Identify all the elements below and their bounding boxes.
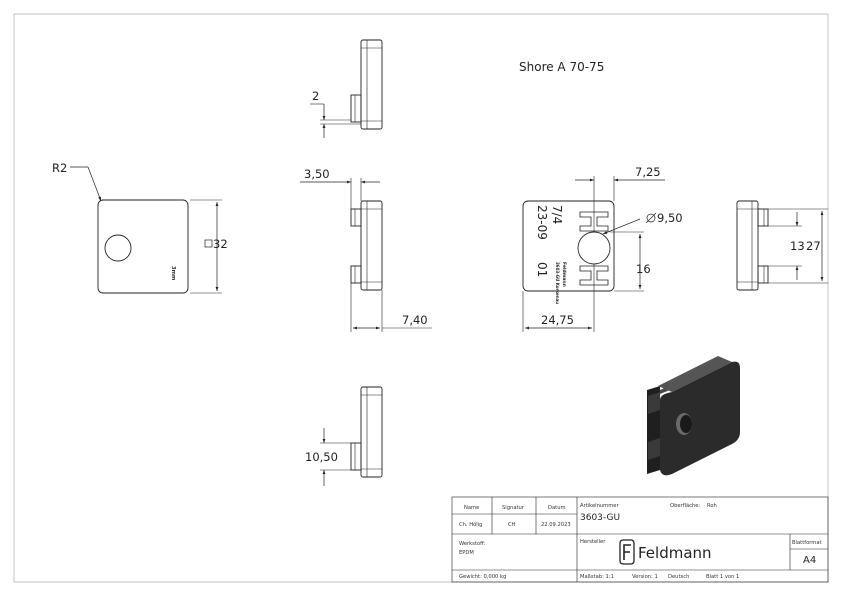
square-symbol xyxy=(204,239,213,248)
code-marking-3: 01 xyxy=(535,262,549,277)
title-block-frame xyxy=(451,496,829,583)
maker-line-marking: 3603-GU Korkenau xyxy=(555,262,560,304)
tb-version: Version: 1 xyxy=(632,574,658,580)
height-2-label: 2 xyxy=(312,89,319,103)
drawing-frame xyxy=(13,13,829,583)
iso-tab-upper xyxy=(648,392,660,414)
tb-article-value: 3603-GU xyxy=(580,513,620,523)
tb-signature-value: CH xyxy=(508,522,516,528)
title-block xyxy=(451,496,829,583)
code-marking-1: 7/4 xyxy=(550,205,564,224)
tb-format-value: A4 xyxy=(803,555,816,566)
diameter-symbol-slash xyxy=(645,212,657,224)
side-view-body xyxy=(360,200,383,291)
profile-lower xyxy=(579,265,609,286)
bottom-view-body xyxy=(360,386,383,478)
depth-740-label: 7,40 xyxy=(402,313,428,327)
square-size-label: 32 xyxy=(213,237,228,251)
top-view-tab xyxy=(350,94,362,123)
hole-leader xyxy=(602,218,641,235)
front-view: 3mm R2 32 xyxy=(52,161,228,294)
right-side-tab-lower xyxy=(757,265,769,284)
tb-surface-label: Oberfläche: xyxy=(670,503,700,509)
profile-upper xyxy=(579,211,609,232)
logo-glyph xyxy=(623,544,631,560)
tb-article-label: Artikelnummer xyxy=(580,503,619,509)
iso-hole-inner xyxy=(680,415,692,433)
side-13-label: 13 xyxy=(790,239,805,253)
rear-view-outline xyxy=(522,200,615,292)
front-view-hole xyxy=(104,234,132,262)
width-2475-label: 24,75 xyxy=(541,313,574,327)
right-side-view: 13 27 xyxy=(736,200,828,291)
rear-view-hole xyxy=(577,231,611,265)
tb-name-value: Ch. Hölig xyxy=(459,522,482,528)
logo-mark xyxy=(619,539,635,565)
tb-head-name: Name xyxy=(464,505,479,511)
rear-view: 7/4 23-09 01 Feldmann 3603-GU Korkenau 7… xyxy=(522,165,683,332)
top-view-body xyxy=(360,39,383,130)
iso-front-face xyxy=(660,361,740,476)
tb-language: Deutsch xyxy=(668,574,689,580)
tb-head-signature: Signatur xyxy=(502,505,525,511)
side-27-label: 27 xyxy=(806,239,821,253)
radius-label: R2 xyxy=(52,161,67,175)
width-725-label: 7,25 xyxy=(635,165,661,179)
top-view: 2 xyxy=(310,39,383,138)
tb-sheet: Blatt 1 von 1 xyxy=(706,574,739,580)
hardness-note: Shore A 70-75 xyxy=(519,60,604,74)
side-view-tab-upper xyxy=(350,208,362,227)
title-block-text: Name Signatur Datum Ch. Hölig CH 22.09.2… xyxy=(459,503,822,580)
tb-format-label: Blattformat xyxy=(792,540,822,546)
front-view-outline xyxy=(97,199,189,294)
maker-marking: Feldmann xyxy=(561,262,567,287)
side-view: 3,50 7,40 xyxy=(300,167,432,332)
isometric-view xyxy=(647,356,740,476)
radius-leader-arrow xyxy=(87,166,102,202)
tb-material-value: EPDM xyxy=(459,550,474,556)
tb-manufacturer-label: Hersteller xyxy=(580,539,606,545)
tb-head-date: Datum xyxy=(548,505,566,511)
side-view-tab-lower xyxy=(350,265,362,284)
iso-top-edge xyxy=(658,356,732,392)
tb-date-value: 22.09.2023 xyxy=(541,522,571,528)
thickness-marking: 3mm xyxy=(170,266,176,280)
iso-tab-lower xyxy=(648,438,660,460)
tb-material-label: Werkstoff: xyxy=(459,541,486,547)
brand-name: Feldmann xyxy=(638,544,712,562)
tb-scale: Maßstab: 1:1 xyxy=(580,574,614,580)
offset-1050-label: 10,50 xyxy=(305,450,338,464)
offset-350-label: 3,50 xyxy=(304,167,330,181)
bottom-view: 10,50 xyxy=(305,386,383,486)
feldmann-logo xyxy=(619,539,635,565)
diameter-symbol xyxy=(646,213,656,223)
hole-diameter-label: 9,50 xyxy=(657,211,683,225)
right-side-tab-upper xyxy=(757,208,769,227)
tb-weight: Gewicht: 0,000 kg xyxy=(459,574,506,580)
code-marking-2: 23-09 xyxy=(535,205,549,240)
height-16-label: 16 xyxy=(636,262,651,276)
right-side-body xyxy=(736,200,759,291)
tb-surface-value: Roh xyxy=(707,503,717,509)
bottom-view-tab xyxy=(350,442,362,471)
